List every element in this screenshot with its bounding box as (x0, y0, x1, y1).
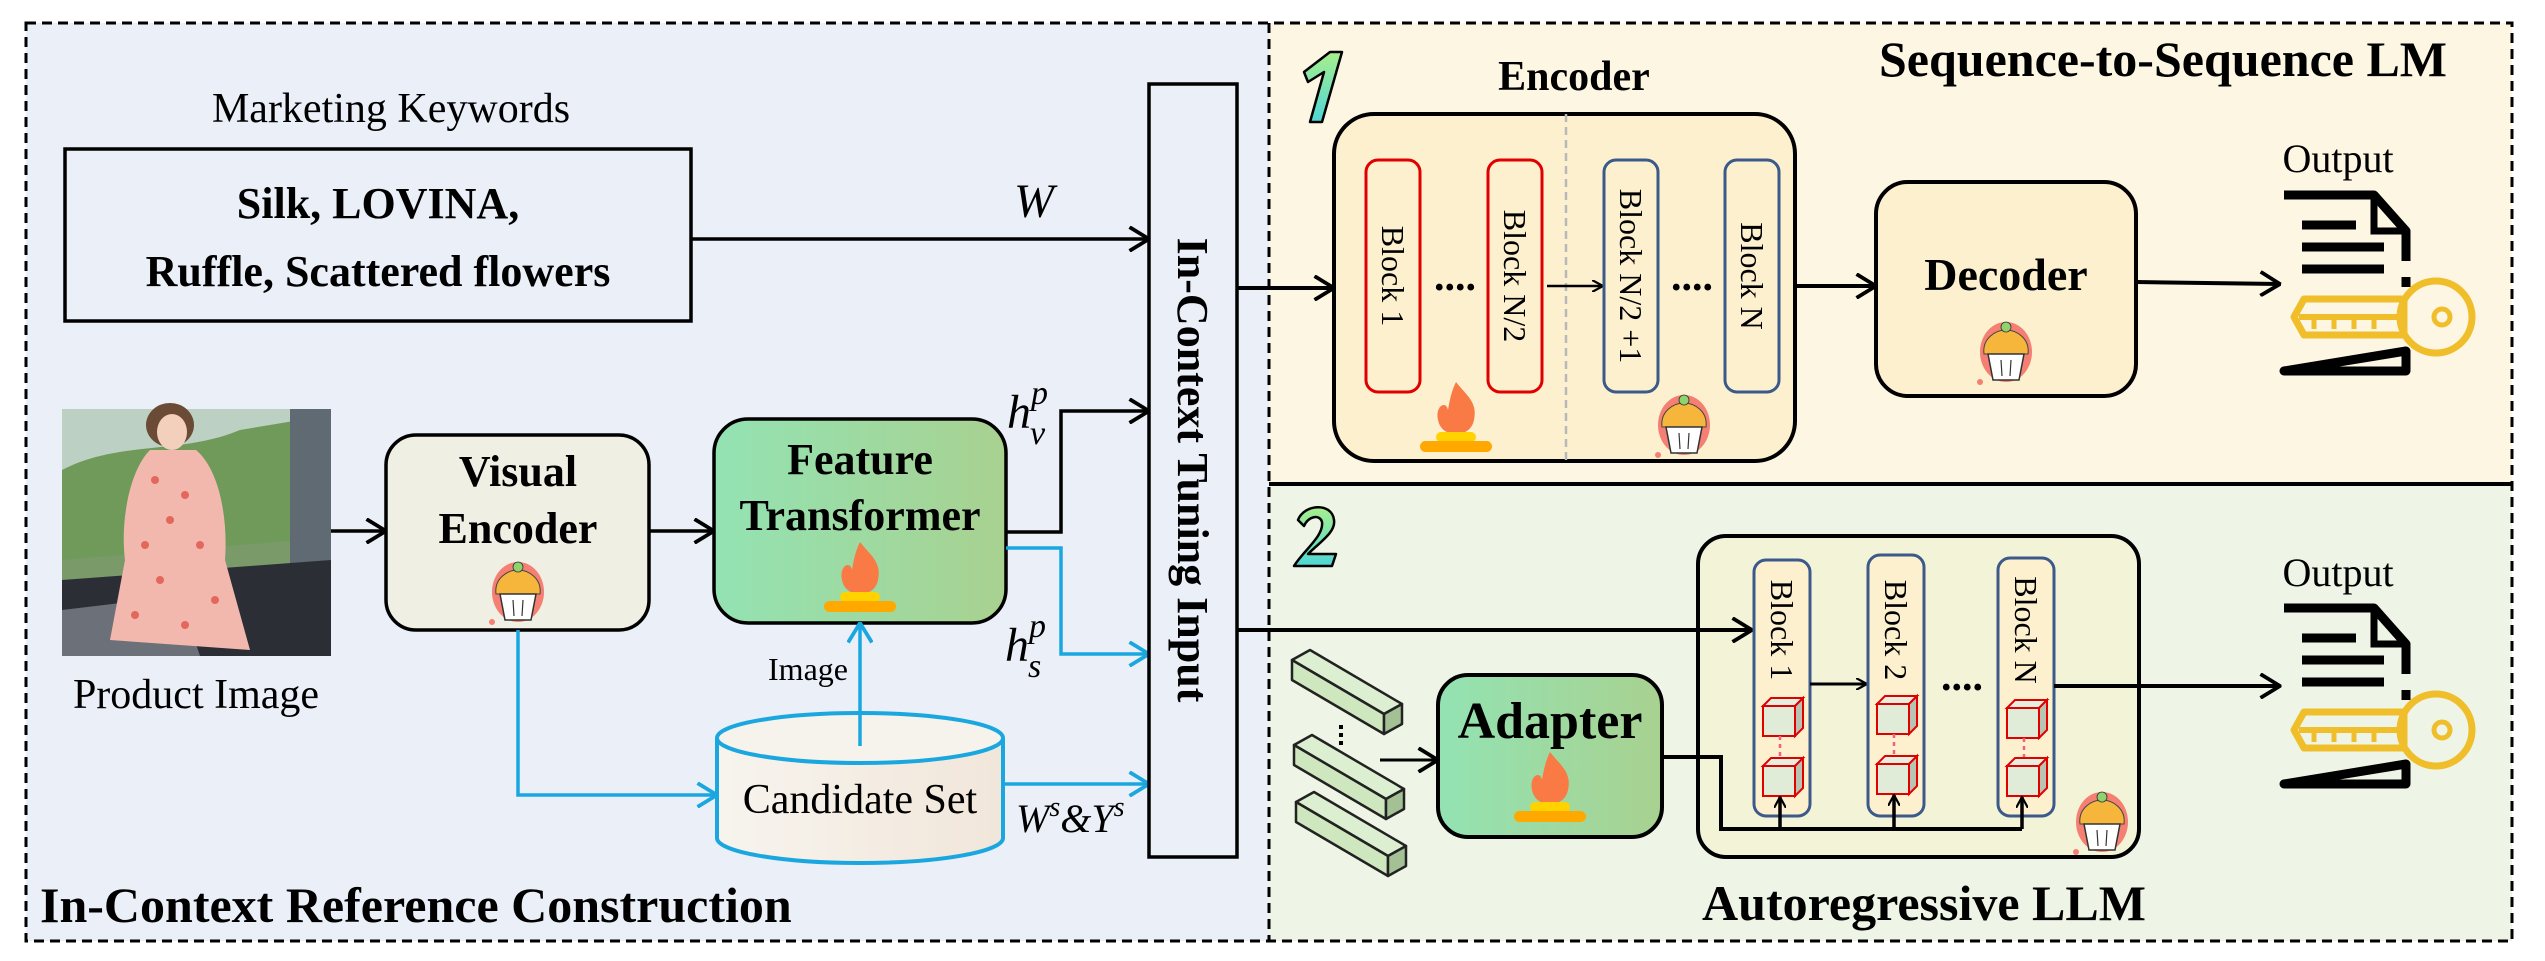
llm-block-n: Block N (1996, 556, 2056, 818)
adapter-feed-line (1662, 755, 2022, 831)
encoder-dots-2: .... (1671, 254, 1713, 300)
encoder-label: Encoder (1498, 54, 1650, 100)
encoder-block-1: Block 1 (1364, 158, 1422, 394)
tuning-input-label: In-Context Tuning Input (1168, 238, 1217, 703)
decoder-box (1874, 180, 2138, 398)
feature-transformer-label-2: Transformer (739, 491, 980, 540)
encoder-block-n-half-plus-1: Block N/2 +1 (1602, 158, 1660, 394)
keywords-box (63, 147, 693, 323)
svg-text:Block 1: Block 1 (1764, 580, 1800, 680)
image-label: Image (768, 651, 848, 687)
svg-text:Block 1: Block 1 (1375, 226, 1411, 326)
hs-arrow (1006, 546, 1149, 654)
product-image-label: Product Image (73, 672, 319, 718)
encoder-block-n: Block N (1723, 158, 1781, 394)
adapter-label: Adapter (1458, 693, 1643, 750)
visual-encoder-label-2: Encoder (439, 504, 598, 553)
keywords-line-1: Silk, LOVINA, (237, 179, 519, 228)
llm-block-1: Block 1 (1752, 558, 1812, 818)
left-panel-title: In-Context Reference Construction (40, 877, 792, 933)
encoder-to-candidate-arrow (516, 630, 717, 795)
hv-arrow (1006, 411, 1149, 534)
panel-number-2-icon (1292, 506, 1338, 568)
visual-encoder-label-1: Visual (459, 447, 577, 496)
panel-number-1-icon (1302, 50, 1344, 124)
llm-output-label: Output (2282, 550, 2393, 595)
keywords-line-2: Ruffle, Scattered flowers (146, 247, 611, 296)
candidate-set-label: Candidate Set (743, 777, 978, 823)
seq2seq-output-label: Output (2282, 136, 2393, 181)
llm-dots: .... (1941, 654, 1983, 700)
svg-text:Block N: Block N (1734, 222, 1770, 330)
tuning-input-column (1147, 82, 1239, 859)
ws-ys-label: Ws&Ys (1016, 792, 1125, 841)
seq2seq-title: Sequence-to-Sequence LM (1879, 31, 2447, 87)
w-label: W (1014, 175, 1058, 228)
encoder-block-n-half: Block N/2 (1486, 158, 1544, 394)
encoder-dots-1: .... (1434, 254, 1476, 300)
decoder-label: Decoder (1924, 249, 2087, 300)
feature-transformer-label-1: Feature (787, 435, 933, 484)
llm-title: Autoregressive LLM (1702, 875, 2146, 931)
marketing-keywords-label: Marketing Keywords (212, 86, 570, 132)
svg-text:Block N/2: Block N/2 (1497, 210, 1533, 342)
svg-text:Block N/2 +1: Block N/2 +1 (1613, 189, 1649, 363)
llm-block-2: Block 2 (1866, 553, 1926, 818)
product-image (62, 403, 331, 656)
decoder-to-output-arrow (2135, 282, 2280, 284)
svg-text:Block 2: Block 2 (1878, 580, 1914, 680)
svg-text:Block N: Block N (2008, 576, 2044, 684)
